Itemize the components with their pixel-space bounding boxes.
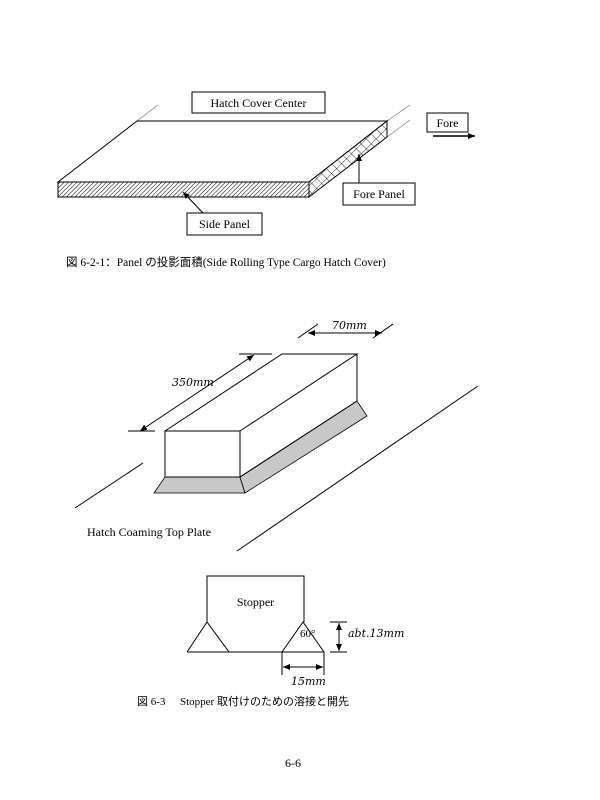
page-number: 6-6 [285, 756, 301, 770]
extension-line [386, 104, 411, 122]
stopper-label: Stopper [237, 595, 274, 609]
dimension-height-abt-13mm: abt.13mm [348, 627, 404, 640]
figure-caption-6-3-text: Stopper 取付けのための溶接と開先 [180, 694, 349, 708]
fore-panel-crosshatched-face [308, 119, 388, 199]
hatch-cover-center-label: Hatch Cover Center [211, 96, 307, 110]
dimension-tick [297, 323, 319, 339]
dimension-length-350mm: 350mm [172, 376, 214, 389]
figure-stopper-isometric: 70mm 350mm Hatch Coaming Top Plate [74, 319, 479, 552]
hatch-coaming-top-plate-label: Hatch Coaming Top Plate [87, 525, 211, 539]
extension-line [136, 104, 159, 122]
fore-label-box [426, 112, 469, 133]
weld-bevel-right [281, 621, 325, 653]
figure-hatch-cover-panels: Hatch Cover Center Fore Fore Panel Side … [56, 91, 475, 269]
figure-stopper-weld-section: Stopper 60° abt.13mm 15mm 図 6-3 Stopper … [137, 575, 404, 708]
stopper-top-face [164, 353, 359, 432]
dimension-arrow [139, 392, 198, 432]
stopper-section [206, 575, 305, 622]
dimension-width-15mm: 15mm [291, 675, 326, 688]
extension-line [386, 119, 411, 138]
fore-label: Fore [437, 116, 459, 130]
hatch-cover-center-label-box [191, 91, 326, 114]
coaming-edge-line [74, 462, 144, 509]
dimension-arrow [196, 354, 255, 394]
fore-panel-label-box [342, 182, 416, 206]
figure-caption-6-2-1: 図 6-2-1：Panel の投影面積(Side Rolling Type Ca… [66, 255, 386, 269]
stopper-side-face [239, 354, 358, 478]
weld-bead-side [239, 400, 368, 494]
dimension-tick [372, 323, 394, 339]
side-panel-leader-arrow [182, 191, 204, 214]
bevel-angle-label: 60° [300, 628, 315, 640]
side-panel-label-box [186, 212, 263, 236]
stopper-front-face [164, 430, 241, 478]
weld-bevel-left [186, 621, 230, 653]
fore-panel-label: Fore Panel [353, 187, 405, 201]
coaming-edge-line [236, 385, 479, 552]
side-panel-label: Side Panel [199, 217, 251, 231]
dimension-width-70mm: 70mm [332, 319, 367, 332]
side-panel-hatched-face [57, 181, 310, 198]
figure-caption-6-3-number: 図 6-3 [137, 695, 166, 708]
weld-bead-front [153, 476, 246, 494]
